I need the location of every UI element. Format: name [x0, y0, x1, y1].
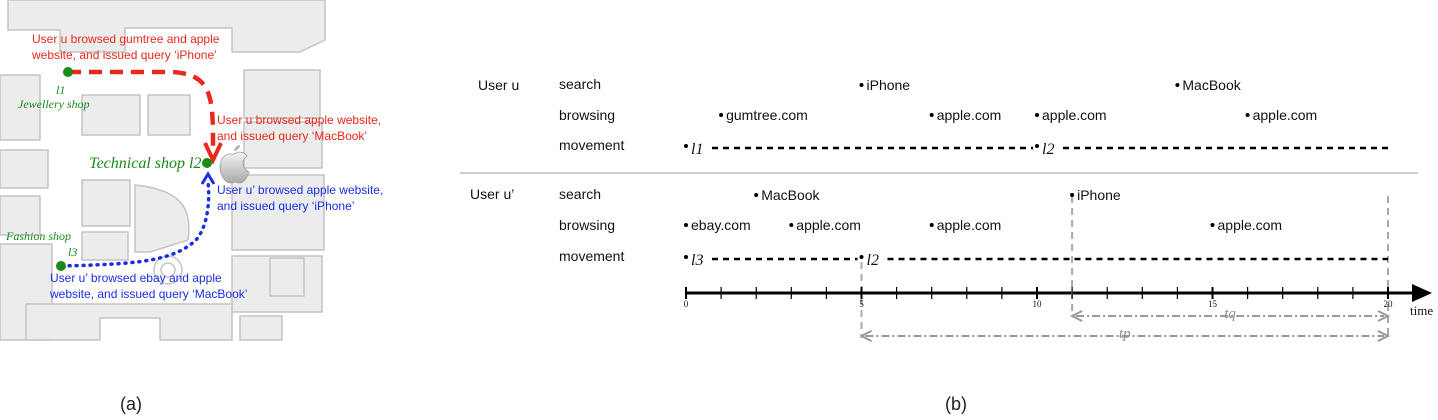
row-label-search-u: search	[559, 76, 601, 92]
place-name-jewellery: Jewellery shop	[18, 97, 90, 111]
window-tp-left-arrowhead	[859, 330, 872, 342]
window-tq-right-arrowhead	[1377, 310, 1391, 322]
browsing-u2-event-1: apple.com	[796, 217, 861, 233]
axis-tick-label-0: 0	[684, 299, 689, 309]
timeline: User u User u’ search browsing movement …	[460, 76, 1433, 342]
row-label-browsing-u2: browsing	[559, 217, 615, 233]
axis-tick-label-15: 15	[1208, 299, 1218, 309]
annotation-user-u-gumtree: User u browsed gumtree and apple website…	[31, 32, 223, 62]
axis-tick-label-5: 5	[859, 299, 864, 309]
place-marker-l2: l2	[189, 155, 201, 172]
browsing-u-dot-2	[1035, 113, 1039, 117]
path-user-u2-arrowhead	[200, 171, 216, 185]
browsing-u2-event-3: apple.com	[1218, 217, 1283, 233]
browsing-u-event-3: apple.com	[1253, 107, 1318, 123]
row-label-browsing-u: browsing	[559, 107, 615, 123]
browsing-u2-event-2: apple.com	[937, 217, 1002, 233]
floor-map: User u browsed gumtree and apple website…	[0, 0, 387, 341]
axis-tick-label-10: 10	[1033, 299, 1043, 309]
path-user-u	[68, 69, 216, 150]
row-label-movement-u: movement	[559, 137, 624, 153]
browsing-u2-dot-2	[929, 223, 934, 227]
search-u2-event-1: iPhone	[1077, 187, 1121, 203]
browsing-u2-dot-0	[684, 223, 688, 227]
annotation-user-u2-ebay: User u’ browsed ebay and apple website, …	[49, 271, 247, 301]
window-tq-label: tq	[1224, 306, 1236, 322]
browsing-u-dot-0	[719, 113, 724, 117]
window-tp-right-arrowhead	[1377, 330, 1391, 342]
caption-b: (b)	[945, 394, 967, 414]
browsing-u2-dot-3	[1210, 223, 1215, 227]
search-u-event-0: iPhone	[867, 77, 911, 93]
row-label-movement-u2: movement	[559, 248, 624, 264]
place-name-fashion: Fashion shop	[5, 229, 71, 243]
movement-u2-location-0: l3	[691, 252, 703, 269]
path-user-u-arrowhead	[203, 142, 223, 165]
place-marker-l1: l1	[56, 83, 65, 97]
map-walls	[0, 0, 326, 341]
browsing-u-event-1: apple.com	[937, 107, 1002, 123]
window-tq-left-arrowhead	[1069, 310, 1083, 322]
location-l3-point	[56, 261, 66, 271]
user-label-u: User u	[478, 77, 519, 93]
browsing-u-event-0: gumtree.com	[726, 107, 808, 123]
path-user-u2	[60, 180, 211, 268]
movement-u-dot-1	[1035, 144, 1039, 148]
search-u2-dot-0	[754, 193, 759, 197]
browsing-u2-dot-1	[789, 223, 794, 227]
location-l2-point	[202, 158, 212, 168]
browsing-u-dot-3	[1245, 113, 1250, 117]
caption-a: (a)	[120, 394, 142, 414]
user-label-u2: User u’	[470, 186, 514, 202]
apple-logo-icon	[219, 145, 250, 184]
search-u2-dot-1	[1070, 193, 1075, 197]
search-u-event-1: MacBook	[1182, 77, 1241, 93]
time-axis-arrowhead	[1412, 284, 1432, 302]
window-tp-label: tp	[1119, 326, 1131, 342]
row-label-search-u2: search	[559, 186, 601, 202]
search-u-dot-0	[859, 83, 864, 87]
movement-u-location-0: l1	[691, 141, 703, 158]
browsing-u-dot-1	[929, 113, 934, 117]
annotation-user-u-macbook: User u browsed apple website, and issued…	[217, 113, 384, 143]
movement-u-dot-0	[684, 144, 688, 148]
place-marker-l3: l3	[68, 245, 77, 259]
movement-u2-dot-1	[859, 255, 864, 259]
time-axis-label: time	[1410, 303, 1433, 318]
browsing-u2-event-0: ebay.com	[691, 217, 751, 233]
place-name-technical: Technical shop	[89, 155, 185, 172]
axis-tick-label-20: 20	[1384, 299, 1394, 309]
movement-u2-location-1: l2	[867, 252, 879, 269]
location-l1-point	[63, 67, 73, 77]
search-u-dot-1	[1175, 83, 1180, 87]
browsing-u-event-2: apple.com	[1042, 107, 1107, 123]
annotation-user-u2-iphone: User u’ browsed apple website, and issue…	[217, 183, 387, 213]
movement-u2-dot-0	[684, 255, 688, 259]
movement-u-location-1: l2	[1042, 141, 1054, 158]
fountain-inner	[160, 262, 176, 278]
search-u2-event-0: MacBook	[761, 187, 820, 203]
